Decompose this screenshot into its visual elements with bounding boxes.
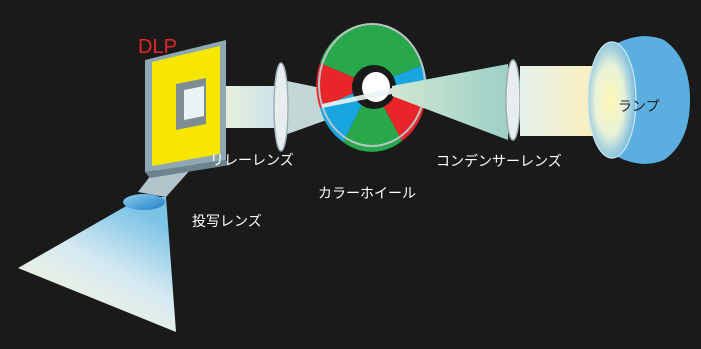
projection-lens [123, 194, 165, 210]
lamp [587, 36, 690, 164]
dlp-chip [145, 40, 230, 178]
projection-lens-label: 投写レンズ [192, 214, 262, 230]
relay-lens-label: リレーレンズ [210, 153, 294, 169]
condenser-lens-label: コンデンサーレンズ [436, 154, 562, 170]
condenser-lens [505, 59, 521, 141]
condenser-beam [392, 64, 508, 140]
dlp-label: DLP [138, 36, 177, 58]
color-wheel [316, 23, 427, 152]
color-wheel-label: カラーホイール [318, 186, 416, 202]
relay-lens [273, 62, 289, 152]
wheel-beam [322, 88, 392, 108]
lamp-label: ランプ [618, 99, 660, 115]
projection-beam [18, 197, 176, 332]
